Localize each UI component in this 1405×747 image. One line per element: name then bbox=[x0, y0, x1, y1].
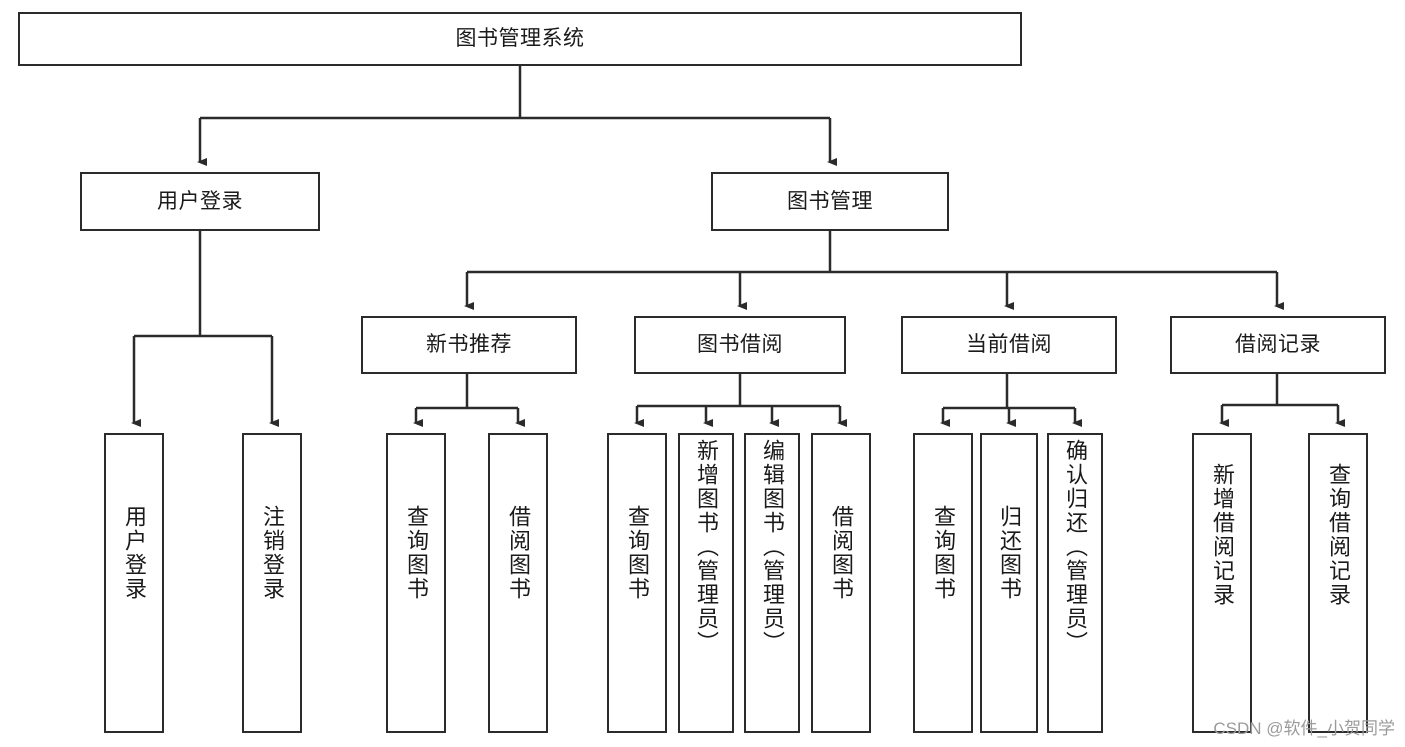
node-label: 用户登录 bbox=[122, 505, 147, 601]
node-book-borrow[interactable]: 图书借阅 bbox=[634, 316, 846, 374]
node-label: 归还图书 bbox=[997, 505, 1022, 601]
leaf-add-borrow-record[interactable]: 新增借阅记录 bbox=[1192, 433, 1252, 733]
leaf-return-book[interactable]: 归还图书 bbox=[980, 433, 1038, 733]
node-label: 查询借阅记录 bbox=[1326, 463, 1351, 607]
leaf-query-book-current[interactable]: 查询图书 bbox=[913, 433, 973, 733]
leaf-query-book-borrow[interactable]: 查询图书 bbox=[607, 433, 667, 733]
node-label: 新书推荐 bbox=[426, 333, 512, 357]
node-label: 借阅图书 bbox=[829, 505, 854, 601]
node-label: 借阅图书 bbox=[506, 505, 531, 601]
node-label: 图书管理 bbox=[787, 189, 873, 213]
node-label: 查询图书 bbox=[931, 505, 956, 601]
node-book-management[interactable]: 图书管理 bbox=[711, 172, 949, 231]
node-root-book-management-system[interactable]: 图书管理系统 bbox=[18, 12, 1022, 66]
watermark: CSDN @软件_小贺同学 bbox=[1213, 719, 1395, 738]
leaf-edit-book-admin[interactable]: 编辑图书（管理员） bbox=[744, 433, 800, 733]
node-label: 新增借阅记录 bbox=[1210, 463, 1235, 607]
node-borrow-record[interactable]: 借阅记录 bbox=[1170, 316, 1386, 374]
node-label: 注销登录 bbox=[260, 505, 285, 601]
leaf-user-login[interactable]: 用户登录 bbox=[104, 433, 164, 733]
node-label: 用户登录 bbox=[157, 189, 243, 213]
leaf-query-borrow-record[interactable]: 查询借阅记录 bbox=[1308, 433, 1368, 733]
node-label: 确认归还（管理员） bbox=[1063, 439, 1088, 655]
leaf-borrow-book-new[interactable]: 借阅图书 bbox=[488, 433, 548, 733]
node-label: 当前借阅 bbox=[966, 333, 1052, 357]
leaf-borrow-book[interactable]: 借阅图书 bbox=[811, 433, 871, 733]
node-label: 查询图书 bbox=[404, 505, 429, 601]
leaf-add-book-admin[interactable]: 新增图书（管理员） bbox=[678, 433, 734, 733]
node-label: 图书借阅 bbox=[697, 333, 783, 357]
leaf-logout[interactable]: 注销登录 bbox=[242, 433, 302, 733]
node-label: 借阅记录 bbox=[1235, 333, 1321, 357]
leaf-confirm-return-admin[interactable]: 确认归还（管理员） bbox=[1047, 433, 1103, 733]
node-user-login[interactable]: 用户登录 bbox=[80, 172, 320, 231]
leaf-query-book-new[interactable]: 查询图书 bbox=[386, 433, 446, 733]
node-label: 新增图书（管理员） bbox=[694, 439, 719, 655]
node-label: 编辑图书（管理员） bbox=[760, 439, 785, 655]
node-current-borrow[interactable]: 当前借阅 bbox=[901, 316, 1117, 374]
node-new-book-recommend[interactable]: 新书推荐 bbox=[361, 316, 577, 374]
node-label: 图书管理系统 bbox=[455, 27, 585, 51]
node-label: 查询图书 bbox=[625, 505, 650, 601]
